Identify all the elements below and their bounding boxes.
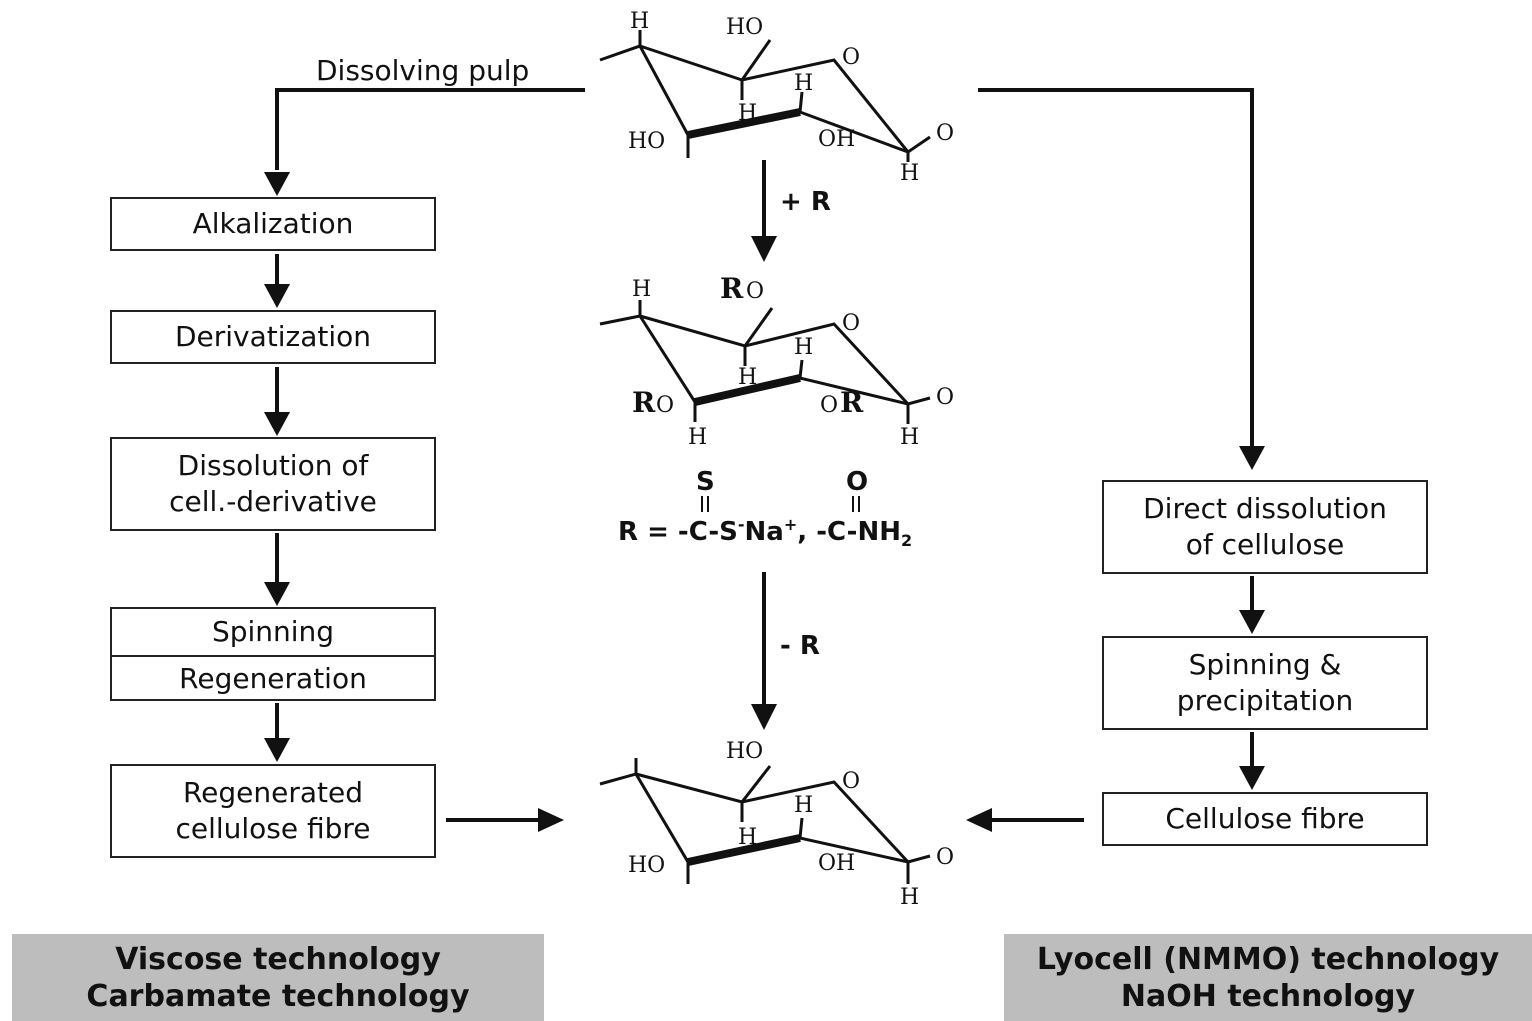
atom-label: HO xyxy=(726,739,763,764)
step-spinning-regeneration: Spinning Regeneration xyxy=(110,607,436,701)
atom-label: O xyxy=(820,393,838,418)
atom-label: O xyxy=(842,311,860,336)
atom-label: O xyxy=(936,845,954,870)
step-label: Spinning xyxy=(211,615,335,648)
r-def-na: Na xyxy=(745,517,784,547)
atom-label: H xyxy=(794,793,813,818)
remove-r-label: - R xyxy=(780,631,820,661)
technology-label: Carbamate technology xyxy=(86,978,470,1014)
technology-label: NaOH technology xyxy=(1120,978,1416,1014)
atom-label: HO xyxy=(726,15,763,40)
atom-label: H xyxy=(794,335,813,360)
cellulose-ring-derivative xyxy=(599,300,931,424)
step-label: cell.-derivative xyxy=(169,485,377,518)
atom-label: OH xyxy=(818,127,855,152)
r-def-mid: , -C-NH xyxy=(797,517,901,547)
add-r-label: + R xyxy=(780,187,831,217)
atom-label: H xyxy=(900,885,919,910)
atom-label: O xyxy=(936,121,954,146)
lyocell-technology-banner: Lyocell (NMMO) technology NaOH technolog… xyxy=(1004,934,1532,1021)
step-regeneration: Regeneration xyxy=(112,656,434,701)
atom-label: H xyxy=(738,825,757,850)
atom-label: H xyxy=(738,365,757,390)
substituent-r: R xyxy=(632,386,656,419)
atom-label: H xyxy=(900,161,919,186)
substituent-r: R xyxy=(840,386,864,419)
step-direct-dissolution: Direct dissolution of cellulose xyxy=(1102,480,1428,574)
step-label: precipitation xyxy=(1176,684,1354,717)
source-label: Dissolving pulp xyxy=(316,54,529,87)
r-definition: S O R = -C-S-Na+, -C-NH2 xyxy=(618,467,912,550)
step-regenerated-fibre: Regenerated cellulose fibre xyxy=(110,764,436,858)
atom-label: O xyxy=(842,769,860,794)
atom-label: H xyxy=(738,101,757,126)
step-label: of cellulose xyxy=(1185,528,1345,561)
atom-label: HO xyxy=(628,853,665,878)
arrow-head-down xyxy=(264,172,290,196)
atom-label: H xyxy=(900,425,919,450)
technology-label: Viscose technology xyxy=(115,941,441,977)
step-spinning-precipitation: Spinning & precipitation xyxy=(1102,636,1428,730)
cellulose-ring-top xyxy=(599,30,931,162)
thio-sulfur-atom: S xyxy=(696,467,715,497)
atom-label: H xyxy=(688,425,707,450)
pulp-to-lyocell-line xyxy=(978,88,1254,446)
atom-label: H xyxy=(630,9,649,34)
atom-label: O xyxy=(936,385,954,410)
step-label: Dissolution of xyxy=(177,449,369,482)
atom-label: HO xyxy=(628,129,665,154)
atom-label: O xyxy=(656,393,674,418)
step-derivatization: Derivatization xyxy=(110,310,436,364)
step-label: Direct dissolution xyxy=(1143,492,1387,525)
atom-label: H xyxy=(632,277,651,302)
atom-label: O xyxy=(746,279,764,304)
step-spinning: Spinning xyxy=(112,609,434,657)
carbonyl-oxygen-atom: O xyxy=(846,467,868,497)
step-label: Regeneration xyxy=(179,661,367,695)
r-def-plus: + xyxy=(784,515,797,534)
r-def-minus: - xyxy=(738,515,745,534)
step-label: Derivatization xyxy=(174,320,372,353)
r-def-sub: 2 xyxy=(901,531,912,550)
atom-label: O xyxy=(842,45,860,70)
atom-label: OH xyxy=(818,851,855,876)
step-label: cellulose fibre xyxy=(175,812,371,845)
step-cellulose-fibre: Cellulose fibre xyxy=(1102,792,1428,846)
substituent-r: R xyxy=(720,272,744,305)
arrow-head-down xyxy=(1239,446,1265,470)
technology-label: Lyocell (NMMO) technology xyxy=(1036,941,1500,977)
step-label: Spinning & xyxy=(1188,648,1342,681)
pulp-to-viscose-line xyxy=(275,88,585,170)
cellulose-ring-product xyxy=(599,758,931,884)
svg-text:R = -C-S-Na+, -C-NH2: R = -C-S-Na+, -C-NH2 xyxy=(618,515,912,550)
r-def-prefix: R = -C-S xyxy=(618,517,738,547)
viscose-technology-banner: Viscose technology Carbamate technology xyxy=(12,934,544,1021)
step-dissolution-derivative: Dissolution of cell.-derivative xyxy=(110,437,436,531)
step-label: Cellulose fibre xyxy=(1165,802,1365,835)
step-label: Alkalization xyxy=(192,207,354,240)
atom-label: H xyxy=(794,71,813,96)
step-label: Regenerated xyxy=(182,776,364,809)
step-alkalization: Alkalization xyxy=(110,197,436,251)
